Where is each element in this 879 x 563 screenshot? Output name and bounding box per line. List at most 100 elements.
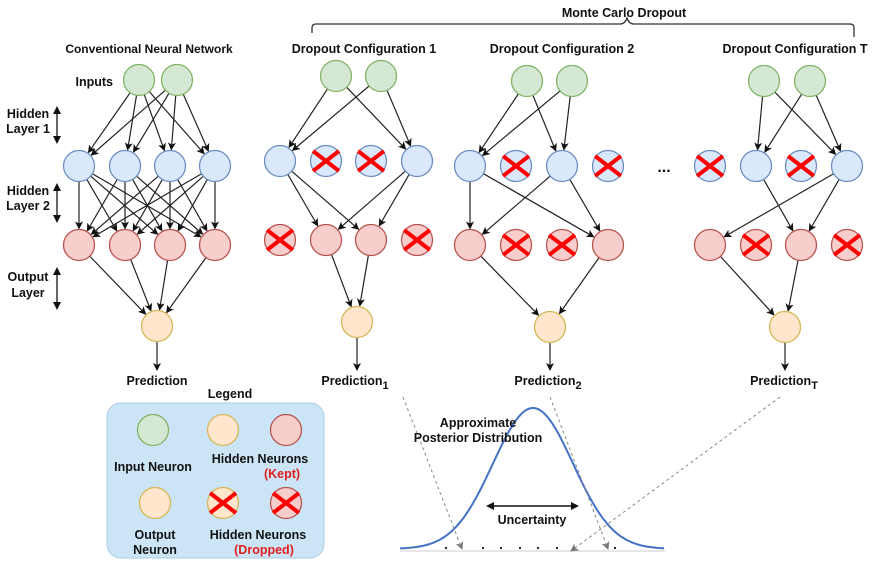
connection-arrow — [177, 178, 209, 232]
output-neuron — [140, 309, 174, 343]
ellipsis: ... — [657, 159, 670, 176]
hidden-layer-1-neuron — [830, 149, 864, 183]
connection-arrow — [90, 175, 160, 235]
connection-arrow — [785, 259, 799, 312]
sample-dot — [555, 546, 559, 550]
prediction-1-label: Prediction1 — [321, 374, 388, 392]
dropped-cross-icon — [786, 154, 816, 178]
sample-dot — [536, 546, 540, 550]
connection-arrow — [808, 178, 841, 232]
connection-arrow — [558, 256, 600, 315]
output-neuron — [768, 310, 802, 344]
layer-label: Hidden — [7, 107, 49, 121]
hidden-layer-1-neuron — [263, 144, 297, 178]
input-neuron — [793, 64, 827, 98]
connection-arrow — [286, 173, 319, 227]
monte-carlo-title: Monte Carlo Dropout — [562, 6, 687, 20]
connection-arrow — [773, 91, 837, 155]
connection-arrow — [148, 90, 205, 155]
posterior-curve — [399, 407, 665, 550]
prediction-t-sample-line — [570, 396, 781, 552]
connection-arrow — [345, 86, 407, 150]
connection-arrow — [532, 94, 557, 152]
legend-output-neuron-icon — [138, 486, 172, 520]
hidden-layer-1-neuron — [198, 149, 232, 183]
connection-arrow — [378, 173, 411, 227]
connection-arrow — [762, 178, 794, 232]
hidden-layer-1-neuron — [108, 149, 142, 183]
connection-arrow — [568, 178, 601, 232]
input-neuron — [160, 63, 194, 97]
legend-hidden-dropped-sublabel: (Dropped) — [234, 543, 294, 557]
dropped-cross-icon — [265, 228, 295, 252]
connection-arrow — [136, 175, 205, 235]
hidden-layer-2-neuron — [591, 228, 625, 262]
layer-label: Layer 1 — [6, 122, 50, 136]
connection-arrow — [86, 178, 119, 232]
dropped-cross-icon — [695, 154, 725, 178]
dropped-cross-icon — [832, 233, 862, 257]
legend-dropped-cross-icon — [271, 491, 301, 515]
dropped-cross-icon — [402, 228, 432, 252]
connection-arrow — [166, 256, 207, 314]
hidden-layer-2-neuron — [693, 228, 727, 262]
sample-dots — [444, 546, 617, 550]
prediction-2-label: Prediction2 — [514, 374, 581, 392]
sample-dot — [613, 546, 617, 550]
sample-dot — [518, 546, 522, 550]
inputs-label: Inputs — [76, 75, 114, 89]
connection-arrow — [478, 92, 520, 154]
posterior-label-line1: Approximate — [440, 416, 516, 430]
hidden-layer-2-neuron — [784, 228, 818, 262]
dropped-cross-icon — [356, 149, 386, 173]
sample-dot — [481, 546, 485, 550]
dropped-cross-icon — [501, 154, 531, 178]
connection-arrow — [92, 172, 203, 238]
connection-arrow — [176, 178, 208, 232]
connection-arrow — [479, 255, 540, 316]
conventional-title: Conventional Neural Network — [65, 42, 233, 56]
layer-label: Output — [8, 270, 50, 284]
connection-arrow — [330, 253, 353, 308]
input-neuron — [510, 64, 544, 98]
connection-arrow — [131, 178, 163, 232]
output-neuron — [533, 310, 567, 344]
connection-arrow — [143, 93, 166, 152]
layer-label: Hidden — [7, 184, 49, 198]
layer-label: Layer 2 — [6, 199, 50, 213]
connection-arrow — [560, 95, 571, 151]
connection-arrow — [156, 259, 169, 311]
config-1-title: Dropout Configuration 1 — [292, 42, 436, 56]
input-neuron — [122, 63, 156, 97]
connection-arrow — [90, 89, 167, 156]
hidden-layer-1-neuron — [739, 149, 773, 183]
hidden-layer-2-neuron — [453, 228, 487, 262]
hidden-layer-1-neuron — [400, 144, 434, 178]
output-neuron — [340, 305, 374, 339]
legend-hidden-kept-icon-b — [269, 413, 303, 447]
connection-arrow — [481, 89, 562, 157]
legend-hidden-kept-sublabel: (Kept) — [264, 467, 300, 481]
connection-arrow — [764, 93, 803, 153]
legend-hidden-kept-label: Hidden Neurons — [212, 452, 309, 466]
connection-arrow — [133, 92, 170, 153]
connection-arrow — [288, 87, 329, 149]
prediction-label: Prediction — [126, 374, 187, 388]
dropped-cross-icon — [311, 149, 341, 173]
hidden-layer-2-neuron — [62, 228, 96, 262]
connection-arrow — [89, 175, 159, 235]
prediction-t-label: PredictionT — [750, 374, 818, 392]
connection-arrow — [337, 170, 407, 230]
hidden-layer-2-neuron — [108, 228, 142, 262]
connection-arrow — [129, 258, 153, 312]
hidden-layer-2-neuron — [354, 223, 388, 257]
hidden-layer-1-neuron — [453, 149, 487, 183]
config-t-title: Dropout Configuration T — [722, 42, 867, 56]
sample-dot — [444, 546, 448, 550]
connection-arrow — [815, 94, 842, 152]
hidden-layer-2-neuron — [153, 228, 187, 262]
connection-arrow — [124, 94, 138, 151]
legend-output-neuron-label1: Output — [135, 528, 177, 542]
config-2-title: Dropout Configuration 2 — [490, 42, 634, 56]
